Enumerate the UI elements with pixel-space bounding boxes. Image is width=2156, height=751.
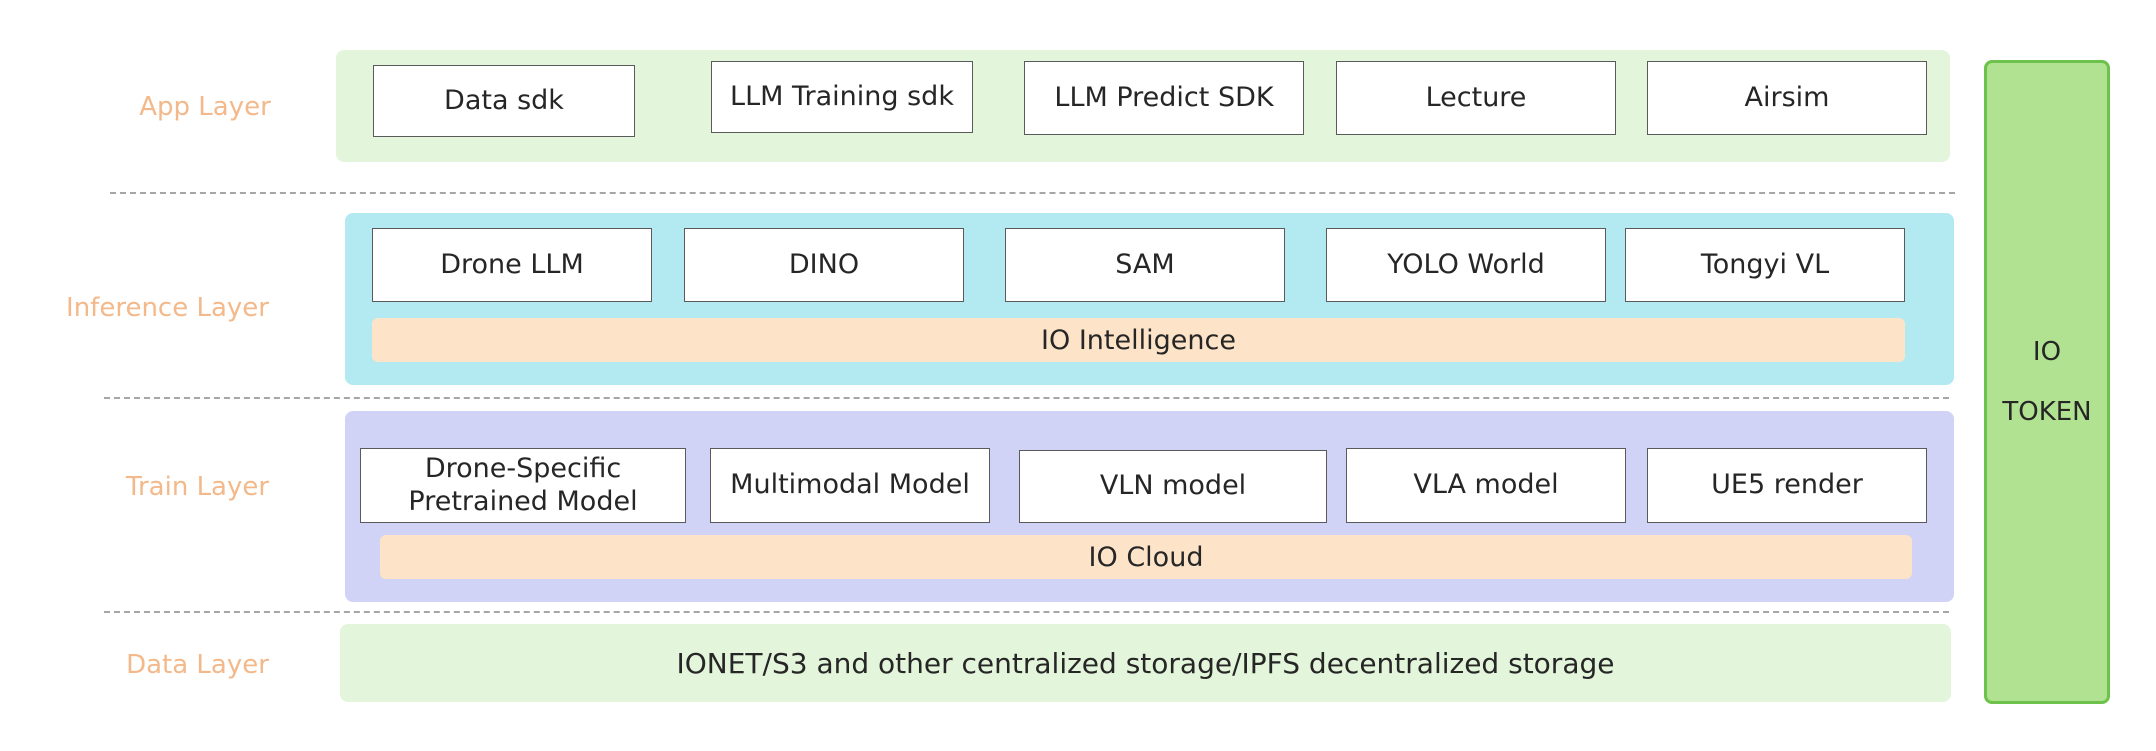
train-item-drone-specific-pretrained-model: Drone-Specific Pretrained Model — [360, 448, 686, 523]
io-token-line2: TOKEN — [2002, 397, 2092, 427]
app-item-llm-predict-sdk: LLM Predict SDK — [1024, 61, 1304, 135]
train-layer-label: Train Layer — [125, 472, 270, 502]
inference-item-drone-llm: Drone LLM — [372, 228, 652, 302]
layer-divider — [104, 397, 1949, 399]
inference-item-sam: SAM — [1005, 228, 1285, 302]
layer-divider — [110, 192, 1955, 194]
train-item-vla-model: VLA model — [1346, 448, 1626, 523]
inference-layer-label: Inference Layer — [66, 293, 269, 323]
data-layer-panel — [340, 624, 1951, 702]
io-token-column: IO TOKEN — [1984, 60, 2110, 704]
io-intelligence-bar: IO Intelligence — [372, 318, 1905, 362]
app-layer-label: App Layer — [139, 92, 271, 122]
inference-item-tongyi-vl: Tongyi VL — [1625, 228, 1905, 302]
train-item-vln-model: VLN model — [1019, 450, 1327, 523]
inference-item-dino: DINO — [684, 228, 964, 302]
io-cloud-bar: IO Cloud — [380, 535, 1912, 579]
app-item-lecture: Lecture — [1336, 61, 1616, 135]
layer-divider — [104, 611, 1949, 613]
app-item-llm-training-sdk: LLM Training sdk — [711, 61, 973, 133]
data-layer-label: Data Layer — [126, 650, 269, 680]
app-item-airsim: Airsim — [1647, 61, 1927, 135]
train-item-ue5-render: UE5 render — [1647, 448, 1927, 523]
app-item-data-sdk: Data sdk — [373, 65, 635, 137]
io-token-line1: IO — [2032, 337, 2062, 367]
train-item-multimodal-model: Multimodal Model — [710, 448, 990, 523]
data-layer-storage-text: IONET/S3 and other centralized storage/I… — [676, 646, 1615, 680]
inference-item-yolo-world: YOLO World — [1326, 228, 1606, 302]
